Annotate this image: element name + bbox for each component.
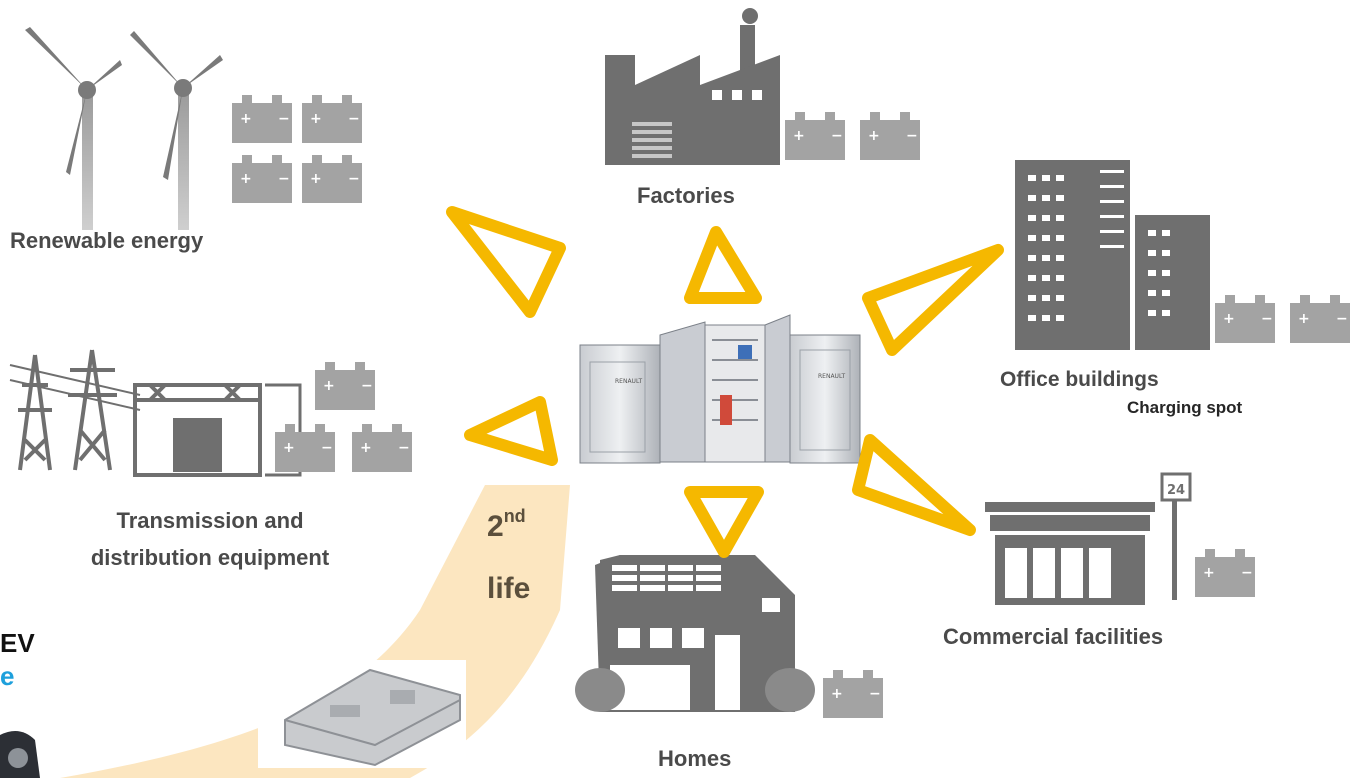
svg-text:−: −: [278, 111, 290, 127]
wind-turbine-icon: [130, 31, 223, 230]
ev-partial-label: EV: [0, 628, 35, 658]
cabinet-brand: RENAULT: [615, 378, 642, 385]
svg-text:+: +: [240, 171, 252, 187]
svg-text:−: −: [1336, 311, 1348, 327]
cabinet-brand: RENAULT: [818, 373, 845, 380]
homes-label: Homes: [658, 746, 732, 771]
svg-text:−: −: [1261, 311, 1273, 327]
svg-text:−: −: [869, 686, 881, 702]
svg-text:−: −: [348, 171, 360, 187]
arrow-to-homes: [684, 486, 764, 558]
life-label: life: [487, 572, 531, 605]
store-sign-24: 24: [1167, 483, 1185, 498]
wind-turbine-icon: [25, 27, 122, 230]
svg-text:−: −: [906, 128, 918, 144]
svg-text:−: −: [831, 128, 843, 144]
svg-text:−: −: [348, 111, 360, 127]
svg-text:+: +: [240, 111, 252, 127]
transmission-tower-icon: [9, 349, 141, 471]
svg-text:−: −: [278, 171, 290, 187]
svg-text:−: −: [1241, 565, 1253, 581]
svg-text:−: −: [321, 440, 333, 456]
svg-text:+: +: [283, 440, 295, 456]
commercial-facilities-label: Commercial facilities: [943, 624, 1164, 649]
charging-spot-label: Charging spot: [1127, 398, 1243, 417]
ev-partial-label-blue: e: [0, 661, 15, 691]
svg-text:−: −: [361, 378, 373, 394]
svg-text:+: +: [868, 128, 880, 144]
svg-text:−: −: [398, 440, 410, 456]
house-icon: [575, 555, 815, 712]
battery-storage-cabinet: RENAULT RENAULT: [579, 314, 861, 464]
arrow-to-commercial: [852, 434, 976, 536]
office-buildings-label: Office buildings: [1000, 368, 1159, 391]
ev-battery-pack-image: [258, 660, 466, 768]
ev-car-fragment: [0, 731, 40, 778]
arrow-to-factories: [684, 226, 762, 304]
arrow-to-office: [862, 244, 1004, 356]
svg-text:+: +: [323, 378, 335, 394]
svg-text:+: +: [831, 686, 843, 702]
battery-pack-icon: +−: [823, 670, 883, 718]
convenience-store-icon: [985, 472, 1192, 605]
svg-text:+: +: [1298, 311, 1310, 327]
transmission-label-line1: Transmission and: [116, 508, 304, 533]
second-superscript: nd: [503, 506, 526, 526]
arrow-to-transmission: [464, 396, 558, 466]
svg-text:+: +: [360, 440, 372, 456]
transmission-label-line2: distribution equipment: [90, 545, 330, 570]
second-number: 2: [487, 510, 504, 543]
svg-text:+: +: [1223, 311, 1235, 327]
svg-text:+: +: [310, 111, 322, 127]
arrow-to-renewable: [446, 206, 566, 318]
svg-text:+: +: [793, 128, 805, 144]
battery-pack-icon: + − + −: [785, 112, 920, 160]
substation-icon: [133, 383, 302, 477]
office-building-icon: [1015, 160, 1210, 350]
battery-pack-icon: + − + −: [1215, 295, 1350, 343]
direction-arrows: [446, 206, 1004, 558]
svg-text:+: +: [310, 171, 322, 187]
second-life-label: 2nd: [487, 506, 526, 544]
battery-pack-icon: +−: [1195, 549, 1255, 597]
renewable-energy-label: Renewable energy: [10, 228, 204, 253]
battery-pack-icon: + − + − + − + −: [232, 95, 362, 203]
svg-text:+: +: [1203, 565, 1215, 581]
battery-pack-icon: + − + − + −: [275, 362, 412, 472]
factories-label: Factories: [637, 183, 735, 208]
factory-icon: [605, 8, 780, 165]
